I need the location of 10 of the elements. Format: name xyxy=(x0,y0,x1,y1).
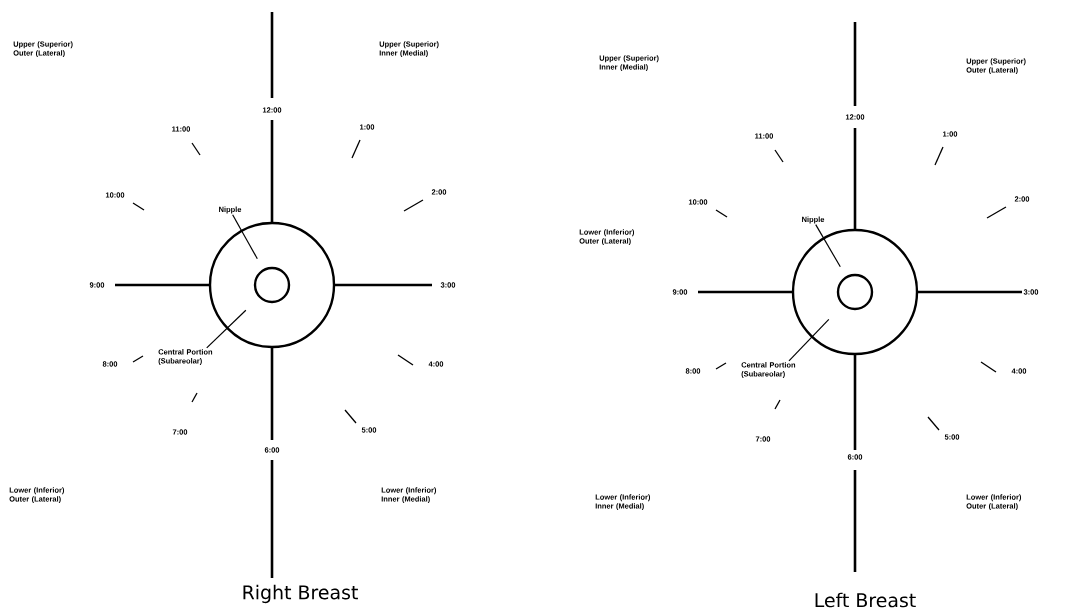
nipple-circle xyxy=(253,266,291,304)
leader-line xyxy=(206,309,247,349)
areola-circle xyxy=(208,221,336,349)
leader-line xyxy=(232,214,258,260)
title: Left Breast xyxy=(815,592,916,608)
areola-circle xyxy=(791,228,919,356)
title: Right Breast xyxy=(243,584,358,604)
nipple-circle xyxy=(836,273,874,311)
leader-line xyxy=(788,318,830,362)
leader-line xyxy=(815,224,841,268)
